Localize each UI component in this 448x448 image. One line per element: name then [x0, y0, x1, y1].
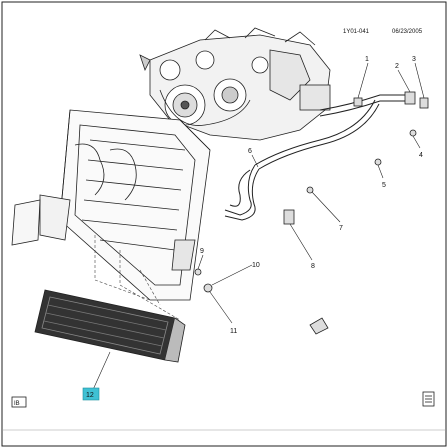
- guide-lines: [94, 235, 181, 321]
- callout-11: 11: [230, 328, 237, 335]
- oil-cooler-12: [34, 289, 186, 363]
- fittings: [194, 91, 429, 335]
- callout-10: 10: [252, 262, 260, 269]
- radiator-assembly: [11, 109, 211, 301]
- callout-3: 3: [412, 56, 416, 63]
- callout-9: 9: [200, 248, 204, 255]
- callout-12-highlight[interactable]: [82, 387, 100, 401]
- doc-date: 06/23/2005: [392, 29, 423, 35]
- engine-assembly: [139, 27, 331, 141]
- leader-lines: [91, 62, 425, 393]
- document-icon[interactable]: [422, 391, 435, 407]
- callout-8: 8: [311, 263, 315, 270]
- callout-6: 6: [248, 148, 252, 155]
- doc-id: 1Y01-041: [343, 29, 370, 35]
- callout-12: 12: [86, 392, 94, 399]
- book-icon[interactable]: IB: [11, 396, 27, 408]
- book-icon-label: IB: [14, 401, 20, 407]
- callout-7: 7: [339, 225, 343, 232]
- cooler-lines: [224, 94, 410, 221]
- callout-5: 5: [382, 182, 386, 189]
- callout-2: 2: [395, 63, 399, 70]
- callout-4: 4: [419, 152, 423, 159]
- callout-1: 1: [365, 56, 369, 63]
